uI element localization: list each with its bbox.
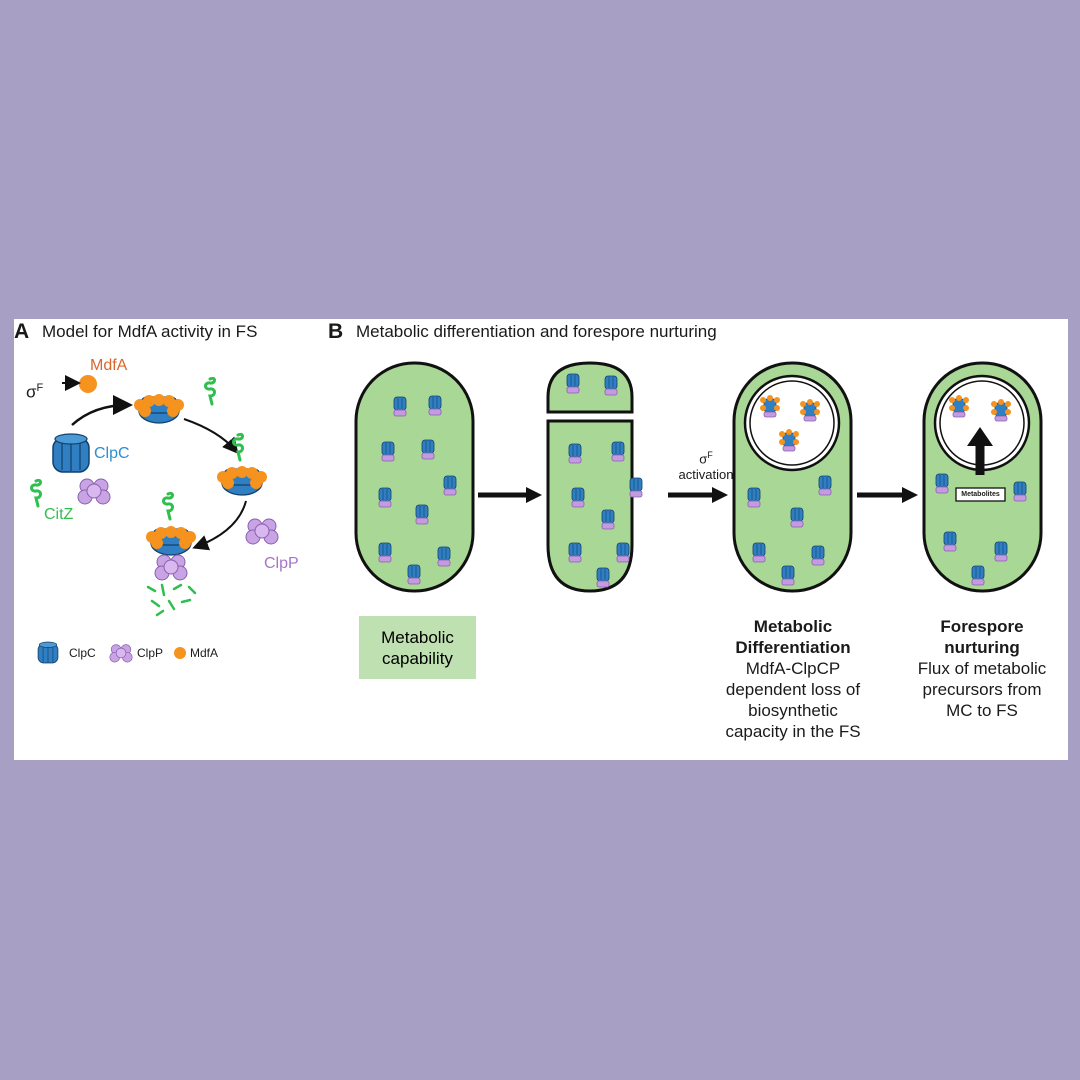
panel-b-letter: B <box>328 320 344 343</box>
citz-free-icon <box>30 478 42 508</box>
citz-bound-icon <box>232 432 244 462</box>
complex-to-citz-bound-arrow <box>183 418 239 455</box>
stage3-caption: Metabolic Differentiation MdfA-ClpCP dep… <box>725 617 861 741</box>
legend-mdfa-icon <box>174 647 186 659</box>
clpp-docked-icon <box>154 554 188 581</box>
stage1-caption-line2: capability <box>382 648 453 668</box>
mdfa-clpc-complex-icon <box>133 393 185 424</box>
metabolic-capability-box: Metabolic capability <box>359 616 476 679</box>
citz-icon <box>204 376 216 406</box>
citz-degraded-substrate-icon <box>162 491 174 521</box>
degradation-complex-icon <box>145 525 197 556</box>
sigma-f-label: σF <box>26 382 44 402</box>
legend-clpc-icon <box>37 641 59 664</box>
citz-label: CitZ <box>44 506 74 523</box>
metabolites-box <box>955 487 1006 502</box>
metabolites-label: Metabolites <box>961 491 1000 498</box>
clpp-free-icon <box>77 478 111 505</box>
stage1-caption-line1: Metabolic <box>381 627 454 647</box>
clpp-icon <box>245 518 279 545</box>
diagram-canvas <box>30 361 1043 664</box>
clpc-to-complex-arrow <box>71 395 133 426</box>
citz-complex-icon <box>216 465 268 496</box>
clpp-label: ClpP <box>264 555 299 572</box>
mdfa-free-icon <box>79 375 97 393</box>
stage4-caption: Forespore nurturing Flux of metabolic pr… <box>917 617 1047 720</box>
figure-panel: A Model for MdfA activity in FS MdfA σF … <box>14 319 1068 760</box>
panel-a-title: Model for MdfA activity in FS <box>42 322 258 341</box>
clpc-label: ClpC <box>94 445 130 462</box>
clpc-icon <box>52 433 90 473</box>
sigma-f-activation-label: σF activation <box>678 450 734 483</box>
panel-b-title: Metabolic differentiation and forespore … <box>356 322 717 341</box>
legend-mdfa-label: MdfA <box>190 646 219 660</box>
mdfa-label: MdfA <box>90 357 128 374</box>
legend-clpp-label: ClpP <box>137 646 164 660</box>
cell-2-forespore <box>546 361 634 414</box>
cell-1 <box>354 361 475 593</box>
to-degradation-arrow <box>192 500 247 551</box>
legend-clpp-icon <box>109 644 133 663</box>
panel-a-letter: A <box>14 320 30 343</box>
legend-clpc-label: ClpC <box>69 646 96 660</box>
peptide-fragments <box>146 583 197 617</box>
